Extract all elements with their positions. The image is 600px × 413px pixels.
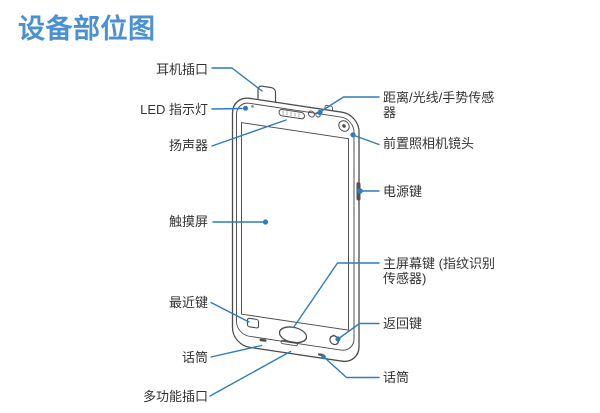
dot-touch-screen <box>262 219 269 225</box>
dot-microphone-right <box>321 354 326 360</box>
dot-front-camera <box>350 132 356 138</box>
earpiece-speaker-icon <box>278 108 305 120</box>
label-multipurpose-jack: 多功能插口 <box>142 389 208 404</box>
led-indicator-icon <box>251 105 254 108</box>
proximity-sensor-icon <box>308 110 315 118</box>
dot-led-indicator <box>243 105 248 111</box>
leader-dots <box>243 105 363 360</box>
dot-proximity-sensor <box>317 109 323 116</box>
leader-microphone-right <box>323 356 380 379</box>
leader-multipurpose-jack <box>209 350 292 397</box>
label-home-key-fingerprint-sensor: 主屏幕键 (指纹识别 传感器) <box>383 256 495 286</box>
multipurpose-jack-icon <box>280 339 298 347</box>
label-back-key: 返回键 <box>383 316 423 331</box>
leader-back-key <box>338 322 380 339</box>
phone-illustration <box>231 85 361 363</box>
leader-microphone-left <box>210 344 263 358</box>
leader-lines <box>209 67 380 397</box>
leader-earphone-jack <box>211 67 263 92</box>
label-front-camera-lens: 前置照相机镜头 <box>383 136 475 151</box>
leader-proximity-sensor <box>320 96 380 112</box>
front-camera-icon <box>338 120 350 132</box>
dot-back-key <box>335 336 341 342</box>
leader-led-indicator <box>211 107 243 110</box>
label-earphone-jack: 耳机插口 <box>155 62 208 77</box>
bottom-microphone-left-icon <box>259 338 267 342</box>
recents-key-icon <box>246 317 260 329</box>
label-proximity-light-gesture-sensor: 距离/光线/手势传感 器 <box>383 90 495 120</box>
leader-home-key <box>292 262 380 329</box>
front-camera-lens-dot <box>342 124 346 128</box>
screen <box>241 122 349 331</box>
label-speaker: 扬声器 <box>168 138 208 153</box>
page-title: 设备部位图 <box>18 14 156 44</box>
leader-recents-key <box>210 301 250 323</box>
label-led-indicator: LED 指示灯 <box>140 102 208 117</box>
back-key-icon <box>329 334 340 346</box>
leader-front-camera <box>354 135 380 146</box>
label-touch-screen: 触摸屏 <box>168 214 208 229</box>
label-power-key: 电源键 <box>383 184 423 199</box>
label-microphone-right: 话筒 <box>383 370 410 385</box>
dot-power-key <box>357 188 363 194</box>
label-recents-key: 最近键 <box>168 295 208 310</box>
leader-speaker <box>211 119 287 147</box>
label-microphone-left: 话筒 <box>181 350 208 365</box>
speaker-grille-lines <box>282 110 300 118</box>
